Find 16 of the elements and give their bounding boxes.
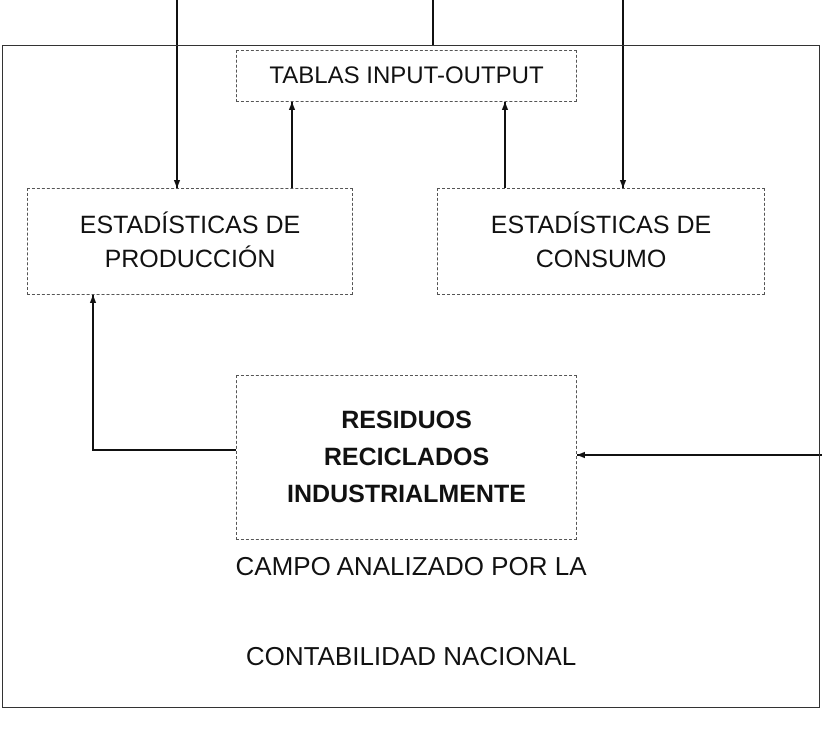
box-label: ESTADÍSTICAS DE PRODUCCIÓN bbox=[78, 210, 302, 274]
arrow bbox=[90, 295, 236, 451]
arrow bbox=[502, 102, 508, 188]
arrow bbox=[577, 452, 822, 458]
process-box bbox=[437, 188, 765, 295]
process-box bbox=[236, 50, 577, 102]
process-box bbox=[27, 188, 353, 295]
arrow bbox=[174, 0, 180, 188]
arrow bbox=[620, 0, 626, 188]
box-label: ESTADÍSTICAS DE CONSUMO bbox=[490, 210, 712, 274]
box-label: TABLAS INPUT-OUTPUT bbox=[269, 61, 544, 91]
arrow bbox=[288, 102, 296, 188]
process-box bbox=[236, 375, 577, 540]
box-label: CAMPO ANALIZADO POR LA CONTABILIDAD NACIONAL bbox=[234, 550, 588, 673]
field-frame bbox=[2, 45, 820, 708]
box-label: RESIDUOS RECICLADOS INDUSTRIALMENTE bbox=[286, 405, 527, 510]
